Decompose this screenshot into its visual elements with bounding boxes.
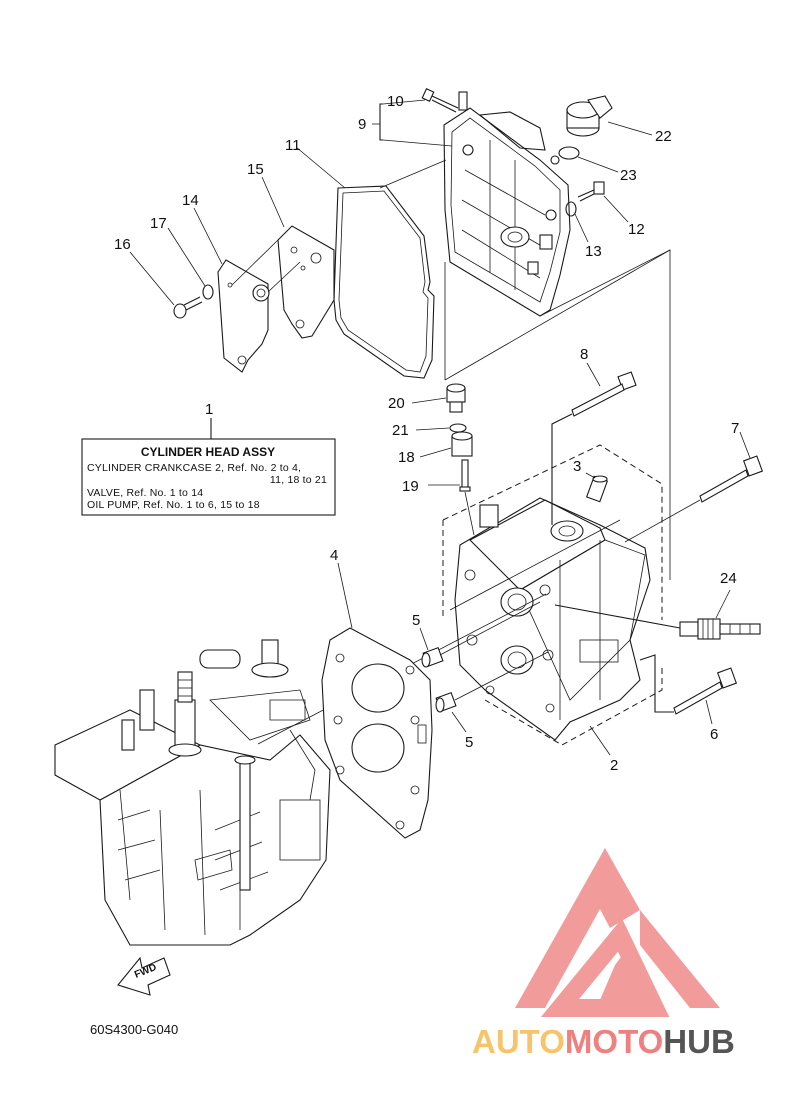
callout-5-lower: 5 bbox=[465, 734, 473, 751]
washer-13 bbox=[565, 201, 577, 217]
watermark-logo bbox=[515, 848, 720, 1017]
callout-16: 16 bbox=[114, 236, 131, 253]
crankcase-block bbox=[54, 639, 331, 946]
parts-box-title: CYLINDER HEAD ASSY bbox=[141, 445, 275, 459]
dowel-5-upper bbox=[421, 646, 444, 668]
callout-20: 20 bbox=[388, 395, 405, 412]
callout-18: 18 bbox=[398, 449, 415, 466]
plate-15 bbox=[277, 225, 335, 339]
callout-17: 17 bbox=[150, 215, 167, 232]
head-gasket-4 bbox=[321, 627, 433, 839]
callout-5-upper: 5 bbox=[412, 612, 420, 629]
callout-14: 14 bbox=[182, 192, 199, 209]
bolt-6 bbox=[673, 667, 738, 715]
callout-21: 21 bbox=[392, 422, 409, 439]
cylinder-head-block bbox=[442, 444, 663, 746]
watermark-text: AUTOMOTOHUB bbox=[472, 1023, 735, 1060]
parts-box: CYLINDER HEAD ASSY CYLINDER CRANKCASE 2,… bbox=[81, 401, 336, 516]
callout-24: 24 bbox=[720, 570, 737, 587]
callout-9: 9 bbox=[358, 116, 366, 133]
callout-23: 23 bbox=[620, 167, 637, 184]
callout-13: 13 bbox=[585, 243, 602, 260]
callout-7: 7 bbox=[731, 420, 739, 437]
spark-plug-24 bbox=[679, 618, 761, 640]
bolt-7 bbox=[699, 455, 764, 503]
o-ring-23 bbox=[558, 146, 580, 160]
callout-2: 2 bbox=[610, 757, 618, 774]
callout-6: 6 bbox=[710, 726, 718, 743]
parts-box-line-3: VALVE, Ref. No. 1 to 14 bbox=[87, 487, 203, 499]
bolt-12 bbox=[577, 181, 605, 202]
o-ring-21 bbox=[449, 423, 467, 433]
callout-4: 4 bbox=[330, 547, 338, 564]
callout-8: 8 bbox=[580, 346, 588, 363]
callout-11: 11 bbox=[285, 137, 301, 154]
callout-3: 3 bbox=[573, 458, 581, 475]
pin-19 bbox=[459, 459, 471, 492]
bolt-10 bbox=[421, 88, 459, 113]
parts-box-line-1: CYLINDER CRANKCASE 2, Ref. No. 2 to 4, bbox=[87, 462, 301, 474]
washer-17 bbox=[202, 284, 214, 300]
plate-14 bbox=[217, 259, 270, 373]
callout-22: 22 bbox=[655, 128, 672, 145]
parts-box-line-2: 11, 18 to 21 bbox=[270, 474, 327, 486]
oil-filler-cap bbox=[566, 95, 613, 137]
callout-19: 19 bbox=[402, 478, 419, 495]
dowel-3 bbox=[585, 475, 609, 503]
cylinder-head-cover bbox=[443, 91, 571, 317]
parts-box-line-4: OIL PUMP, Ref. No. 1 to 6, 15 to 18 bbox=[87, 499, 260, 511]
cover-gasket-11 bbox=[333, 185, 435, 379]
dowel-5-lower bbox=[435, 691, 457, 713]
callout-12: 12 bbox=[628, 221, 645, 238]
plug-20 bbox=[446, 383, 466, 413]
drawing-code: 60S4300-G040 bbox=[90, 1022, 178, 1037]
bolt-8 bbox=[571, 371, 637, 417]
sleeve-18 bbox=[451, 431, 473, 457]
callout-1: 1 bbox=[205, 401, 213, 418]
fwd-arrow-icon: FWD bbox=[117, 956, 171, 996]
callout-10: 10 bbox=[387, 93, 404, 110]
callout-15: 15 bbox=[247, 161, 264, 178]
screw-16 bbox=[173, 296, 203, 319]
